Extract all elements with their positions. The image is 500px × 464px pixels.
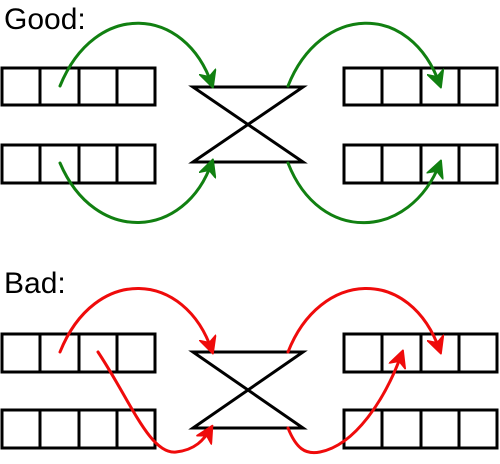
register-cell bbox=[419, 332, 461, 374]
good-arrow-bottom-out bbox=[286, 163, 440, 225]
bad-arrows bbox=[58, 287, 440, 455]
register-cell bbox=[419, 66, 461, 107]
good-left-top-register bbox=[0, 66, 157, 107]
good-arrows bbox=[58, 21, 440, 225]
bad-left-top-register bbox=[0, 332, 157, 374]
good-right-top-register bbox=[342, 66, 499, 107]
bad-right-top-register bbox=[342, 332, 499, 374]
register-cell bbox=[342, 408, 384, 450]
bad-section: Bad: bbox=[0, 267, 499, 455]
good-arrow-top-out bbox=[286, 21, 440, 86]
register-cell bbox=[342, 332, 384, 374]
register-cell bbox=[380, 408, 423, 450]
register-cell bbox=[115, 143, 157, 185]
good-right-bottom-register bbox=[342, 143, 499, 185]
good-crossover-hourglass bbox=[188, 85, 308, 164]
bad-arrow-bottom-in bbox=[96, 350, 211, 454]
register-cell bbox=[77, 408, 119, 450]
register-cell bbox=[457, 408, 499, 450]
bad-right-bottom-register bbox=[342, 408, 499, 450]
register-cell bbox=[38, 66, 81, 107]
bad-left-bottom-register bbox=[0, 408, 157, 450]
register-cell bbox=[457, 143, 499, 185]
register-cell bbox=[0, 66, 42, 107]
good-arrow-bottom-in bbox=[58, 162, 212, 224]
bad-arrow-top-out bbox=[286, 287, 440, 352]
register-cell bbox=[457, 332, 499, 374]
good-label: Good: bbox=[4, 3, 86, 36]
register-cell bbox=[77, 143, 119, 185]
good-section: Good: bbox=[0, 3, 499, 225]
register-cell bbox=[77, 66, 119, 107]
bad-arrow-bottom-out bbox=[286, 353, 402, 455]
bad-label: Bad: bbox=[4, 267, 66, 300]
register-cell bbox=[342, 143, 384, 185]
register-cell bbox=[342, 66, 384, 107]
register-cell bbox=[419, 408, 461, 450]
register-cell bbox=[0, 332, 42, 374]
good-left-bottom-register bbox=[0, 143, 157, 185]
bad-arrow-top-in bbox=[58, 287, 212, 352]
register-cell bbox=[115, 66, 157, 107]
register-cell bbox=[38, 408, 81, 450]
bad-crossover-hourglass bbox=[188, 350, 308, 430]
good-arrow-top-in bbox=[58, 21, 212, 86]
register-cell bbox=[380, 66, 423, 107]
register-cell bbox=[380, 143, 423, 185]
register-cell bbox=[0, 408, 42, 450]
register-cell bbox=[0, 143, 42, 185]
register-cell bbox=[457, 66, 499, 107]
register-cell bbox=[115, 332, 157, 374]
